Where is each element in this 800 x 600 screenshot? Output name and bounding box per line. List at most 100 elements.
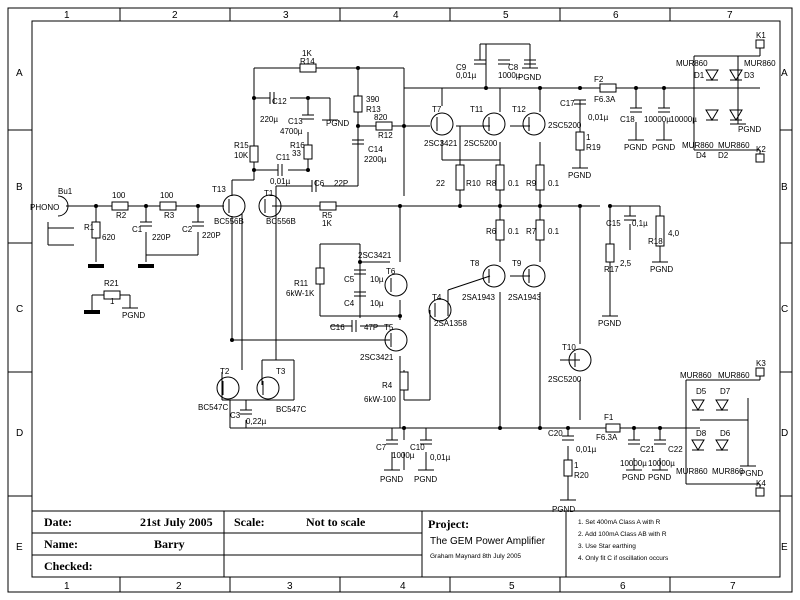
label-c18-value: 10000µ [644,115,671,124]
label-r4-ref: R4 [382,381,393,390]
label-t10-part: 2SC5200 [548,375,582,384]
scale-label: Scale: [234,515,265,529]
label-c6-ref: C6 [314,179,325,188]
label-d3-part: MUR860 [744,59,776,68]
label-phono: PHONO [30,203,59,212]
label-t6-part: 2SC3421 [358,251,392,260]
label-r21-value: 1 [110,297,115,306]
label-f2-ref: F2 [594,75,604,84]
label-c16-ref: C16 [330,323,345,332]
resistor-r2 [111,201,129,211]
label-r8-ref: R8 [486,179,497,188]
row-label: C [781,304,788,315]
transistors [216,112,592,400]
diode-d2 [729,109,743,121]
label-r5-value: 1K [322,219,332,228]
row-labels: A B C D E A B C D E [16,68,788,553]
resistor-r20 [563,459,573,477]
resistors [91,63,665,477]
diodes [691,69,743,451]
checked-label: Checked: [44,559,93,573]
label-r6-value: 0.1 [508,227,520,236]
resistor-r21 [103,290,121,300]
label-pgnd: PGND [552,505,575,514]
label-t3-part: BC547C [276,405,306,414]
label-pgnd: PGND [650,265,673,274]
terminal-k3 [755,367,765,377]
diode-d4 [705,109,719,121]
capacitors [140,59,670,445]
diode-d5 [691,399,705,411]
label-c11-value: 0,01µ [270,177,291,186]
label-pgnd: PGND [122,311,145,320]
label-c12-value: 220µ [260,115,278,124]
resistor-r6 [495,219,505,241]
resistor-r19 [575,131,585,151]
label-r10-value: 22 [436,179,445,188]
transistor-t8 [482,264,506,288]
resistor-r18 [655,215,665,247]
row-label: D [781,428,788,439]
col-label: 4 [393,10,399,21]
label-r14-ref: R14 [300,57,315,66]
row-label: B [781,182,788,193]
label-d1-ref: D1 [694,71,705,80]
label-r9-value: 0.1 [548,179,560,188]
resistor-r8 [495,164,505,191]
title-block [31,510,781,578]
label-t11-part: 2SC5200 [464,139,498,148]
label-t9-part: 2SA1943 [508,293,541,302]
col-label: 5 [503,10,509,21]
resistor-r16 [303,144,313,160]
label-t13-ref: T13 [212,185,226,194]
label-c20-value: 0,01µ [576,445,597,454]
diode-d6 [715,439,729,451]
label-t12-part: 2SC5200 [548,121,582,130]
label-r18-ref: R18 [648,237,663,246]
label-r15-ref: R15 [234,141,249,150]
resistor-r13 [353,95,363,113]
label-c20-ref: C20 [548,429,563,438]
label-c2-ref: C2 [182,225,193,234]
row-label: A [16,68,23,79]
col-label: 3 [287,581,293,592]
label-f1-ref: F1 [604,413,614,422]
label-c9-ref: C9 [456,63,467,72]
label-r11-ref: R11 [294,279,309,288]
pgnd-marks [122,67,756,501]
label-r13-ref: R13 [366,105,381,114]
name-label: Name: [44,537,78,551]
label-d5-ref: D5 [696,387,707,396]
label-t10-ref: T10 [562,343,576,352]
label-c1-value: 220P [152,233,171,242]
transistor-t13 [222,194,246,218]
label-t7-ref: T7 [432,105,442,114]
label-d2-part: MUR860 [718,141,750,150]
label-c3-value: 0,22µ [246,417,267,426]
label-r14-value: 1K [302,49,312,58]
label-r17-ref: R17 [604,265,619,274]
transistor-t6 [384,273,408,297]
label-t6-ref: T6 [386,267,396,276]
label-r15-value: 10K [234,151,249,160]
transistor-t4 [428,298,452,322]
note-2: 2. Add 100mA Class AB with R [578,531,667,538]
label-c15-ref: C15 [606,219,621,228]
label-c4-ref: C4 [344,299,355,308]
note-4: 4. Only fit C if oscillation occurs [578,555,669,562]
component-labels: Bu1 PHONO 100 R2 100 R3 R1 620 C1 220P C… [30,31,776,514]
label-pgnd: PGND [380,475,403,484]
resistor-r9 [535,164,545,191]
label-r2-ref: R2 [116,211,127,220]
label-c17-ref: C17 [560,99,575,108]
resistor-r5 [319,201,337,211]
label-t8-part: 2SA1943 [462,293,495,302]
label-r9-ref: R9 [526,179,537,188]
diode-d7 [715,399,729,411]
diode-d8 [691,439,705,451]
label-c22-ref: C22 [668,445,683,454]
label-r7-value: 0.1 [548,227,560,236]
name-value: Barry [154,537,185,551]
junction-dots [94,66,666,430]
diode-d1 [705,69,719,81]
